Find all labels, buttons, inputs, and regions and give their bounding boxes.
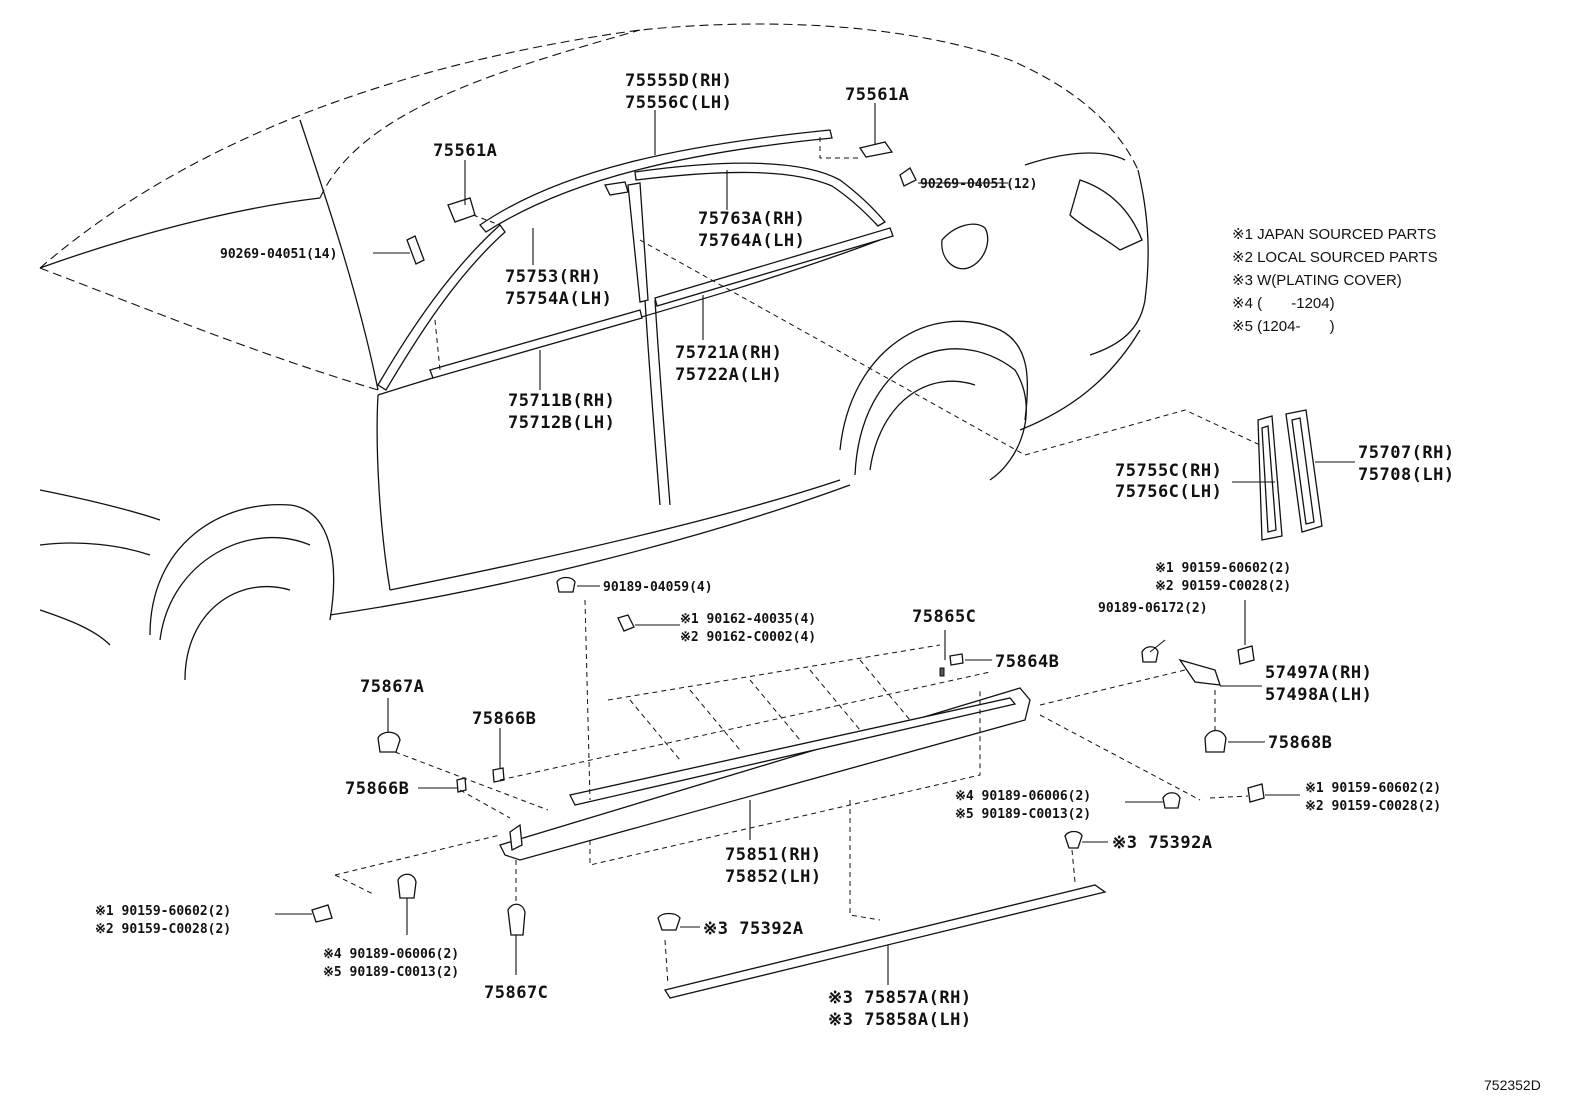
- label-75561a-top: 75561A: [845, 85, 909, 105]
- legend-note-2: ※2 LOCAL SOURCED PARTS: [1232, 249, 1438, 266]
- label-90189-06172: 90189-06172(2): [1098, 601, 1208, 616]
- label-75753: 75753(RH): [505, 267, 602, 287]
- assembly-dashed-lines: [334, 137, 1261, 986]
- label-75712b: 75712B(LH): [508, 413, 615, 433]
- label-75864b: 75864B: [995, 652, 1059, 672]
- plating-cover-strip: [663, 884, 1107, 999]
- label-75722a: 75722A(LH): [675, 365, 782, 385]
- legend-note-5: ※5 (1204- ): [1232, 318, 1335, 335]
- legend-note-1: ※1 JAPAN SOURCED PARTS: [1232, 226, 1436, 243]
- label-75866b-a: 75866B: [472, 709, 536, 729]
- label-75857a: ※3 75857A(RH): [828, 988, 972, 1008]
- label-90159-60602-l1: ※1 90159-60602(2): [95, 904, 231, 919]
- label-75756c: 75756C(LH): [1115, 482, 1222, 502]
- label-75763a: 75763A(RH): [698, 209, 805, 229]
- label-90189-06006-r: ※4 90189-06006(2): [955, 789, 1091, 804]
- clips-and-fasteners: [311, 576, 1265, 936]
- legend-note-4: ※4 ( -1204): [1232, 295, 1335, 312]
- label-90159-c0028-r1: ※2 90159-C0028(2): [1155, 579, 1291, 594]
- label-75858a: ※3 75858A(LH): [828, 1010, 972, 1030]
- label-75561a-left: 75561A: [433, 141, 497, 161]
- label-75708: 75708(LH): [1358, 465, 1455, 485]
- car-body-outline: [39, 23, 1149, 681]
- legend-note-3: ※3 W(PLATING COVER): [1232, 272, 1402, 289]
- label-90162-40035: ※1 90162-40035(4): [680, 612, 816, 627]
- label-75866b-b: 75866B: [345, 779, 409, 799]
- diagram-code: 752352D: [1484, 1077, 1541, 1093]
- label-75721a: 75721A(RH): [675, 343, 782, 363]
- label-90159-c0028-r3: ※2 90159-C0028(2): [1305, 799, 1441, 814]
- label-75868b: 75868B: [1268, 733, 1332, 753]
- label-75707: 75707(RH): [1358, 443, 1455, 463]
- legend: ※1 JAPAN SOURCED PARTS ※2 LOCAL SOURCED …: [1232, 226, 1438, 335]
- label-75555d: 75555D(RH): [625, 71, 732, 91]
- label-90159-60602-r3: ※1 90159-60602(2): [1305, 781, 1441, 796]
- rocker-panel: [499, 687, 1031, 861]
- label-75764a: 75764A(LH): [698, 231, 805, 251]
- label-90269-04051-14: 90269-04051(14): [220, 247, 337, 262]
- label-90269-04051-12: 90269-04051(12): [920, 177, 1037, 192]
- pillar-garnishes: [1257, 409, 1323, 541]
- window-moldings: [377, 129, 917, 391]
- label-75754a: 75754A(LH): [505, 289, 612, 309]
- label-75755c: 75755C(RH): [1115, 461, 1222, 481]
- label-75867c: 75867C: [484, 983, 548, 1003]
- label-75851: 75851(RH): [725, 845, 822, 865]
- label-90162-c0002: ※2 90162-C0002(4): [680, 630, 816, 645]
- label-75865c: 75865C: [912, 607, 976, 627]
- label-75392a-l: ※3 75392A: [703, 919, 804, 939]
- label-75852: 75852(LH): [725, 867, 822, 887]
- label-90159-60602-r1: ※1 90159-60602(2): [1155, 561, 1291, 576]
- label-57497a: 57497A(RH): [1265, 663, 1372, 683]
- label-75556c: 75556C(LH): [625, 93, 732, 113]
- label-57498a: 57498A(LH): [1265, 685, 1372, 705]
- label-90159-c0028-l1: ※2 90159-C0028(2): [95, 922, 231, 937]
- label-90189-06006-l: ※4 90189-06006(2): [323, 947, 459, 962]
- leader-lines: [275, 103, 1355, 985]
- label-90189-04059: 90189-04059(4): [603, 580, 713, 595]
- label-90189-c0013-l: ※5 90189-C0013(2): [323, 965, 459, 980]
- label-75867a: 75867A: [360, 677, 424, 697]
- part-labels: 75555D(RH) 75556C(LH) 75561A 75561A 9026…: [95, 71, 1455, 1030]
- label-75711b: 75711B(RH): [508, 391, 615, 411]
- label-90189-c0013-r: ※5 90189-C0013(2): [955, 807, 1091, 822]
- label-75392a-r: ※3 75392A: [1112, 833, 1213, 853]
